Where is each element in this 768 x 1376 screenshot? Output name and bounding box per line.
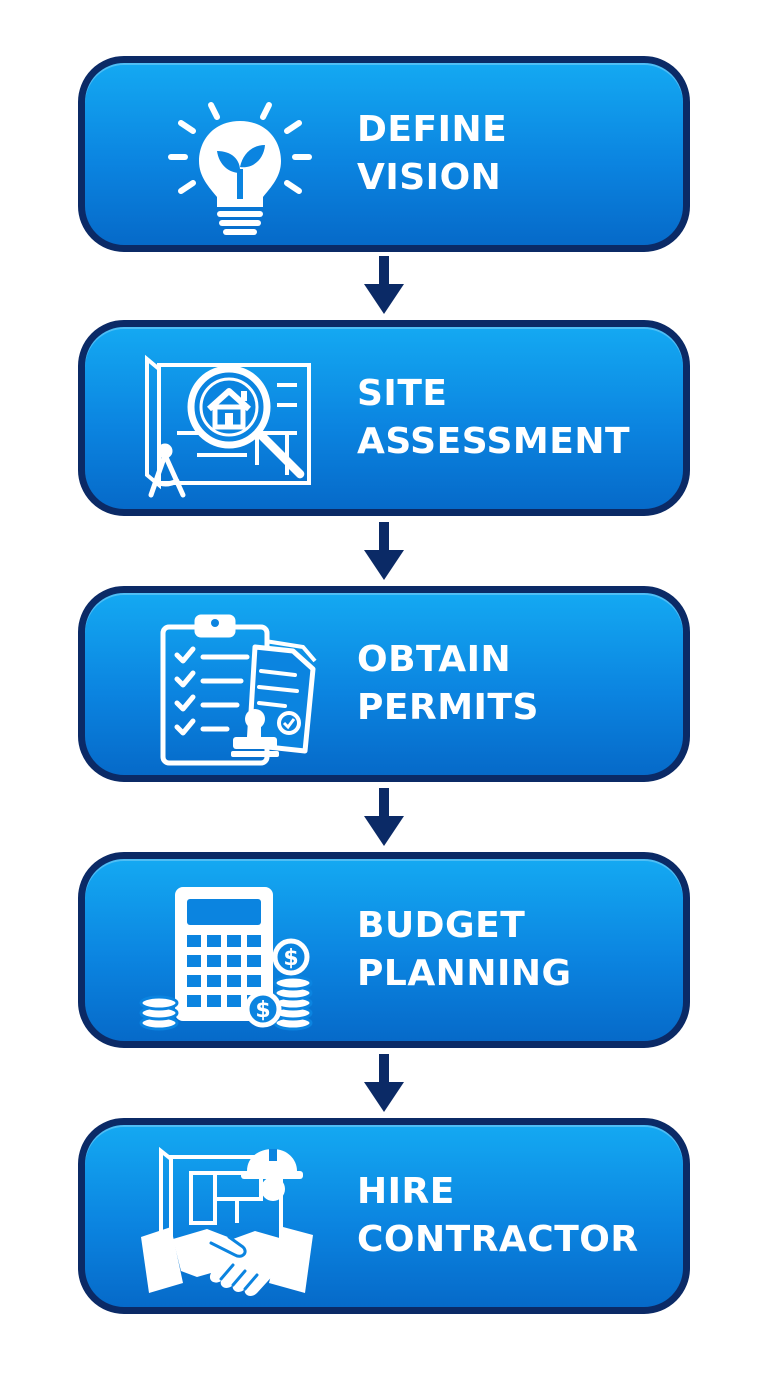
arrow-down-icon (364, 522, 404, 582)
lightbulb-sprout-icon (137, 81, 317, 241)
svg-text:$: $ (283, 946, 298, 971)
step-budget-planning: $ $ BUDGET PLANNING (78, 852, 690, 1048)
step-label: OBTAIN PERMITS (357, 636, 539, 732)
step-label-line2: PLANNING (357, 953, 572, 994)
step-define-vision: DEFINE VISION (78, 56, 690, 252)
blueprint-magnifier-house-icon (137, 345, 317, 505)
step-label-line1: OBTAIN (357, 639, 512, 680)
step-label: BUDGET PLANNING (357, 902, 572, 998)
step-site-assessment: SITE ASSESSMENT (78, 320, 690, 516)
arrow-down-icon (364, 1054, 404, 1114)
calculator-coins-icon: $ $ (137, 877, 317, 1037)
step-label-line1: BUDGET (357, 905, 526, 946)
clipboard-checklist-stamp-icon (137, 611, 317, 771)
step-label-line2: ASSESSMENT (357, 421, 631, 462)
step-label-line2: PERMITS (357, 687, 539, 728)
arrow-down-icon (364, 788, 404, 848)
step-label-line1: SITE (357, 373, 448, 414)
svg-text:$: $ (255, 998, 270, 1023)
step-label: DEFINE VISION (357, 106, 507, 202)
step-label: SITE ASSESSMENT (357, 370, 630, 466)
step-label-line1: DEFINE (357, 109, 508, 150)
arrow-down-icon (364, 256, 404, 316)
handshake-blueprint-hardhat-icon (137, 1143, 317, 1303)
step-label-line2: VISION (357, 157, 502, 198)
step-label-line1: HIRE (357, 1171, 455, 1212)
step-obtain-permits: OBTAIN PERMITS (78, 586, 690, 782)
step-hire-contractor: HIRE CONTRACTOR (78, 1118, 690, 1314)
step-label-line2: CONTRACTOR (357, 1219, 639, 1260)
step-label: HIRE CONTRACTOR (357, 1168, 639, 1264)
